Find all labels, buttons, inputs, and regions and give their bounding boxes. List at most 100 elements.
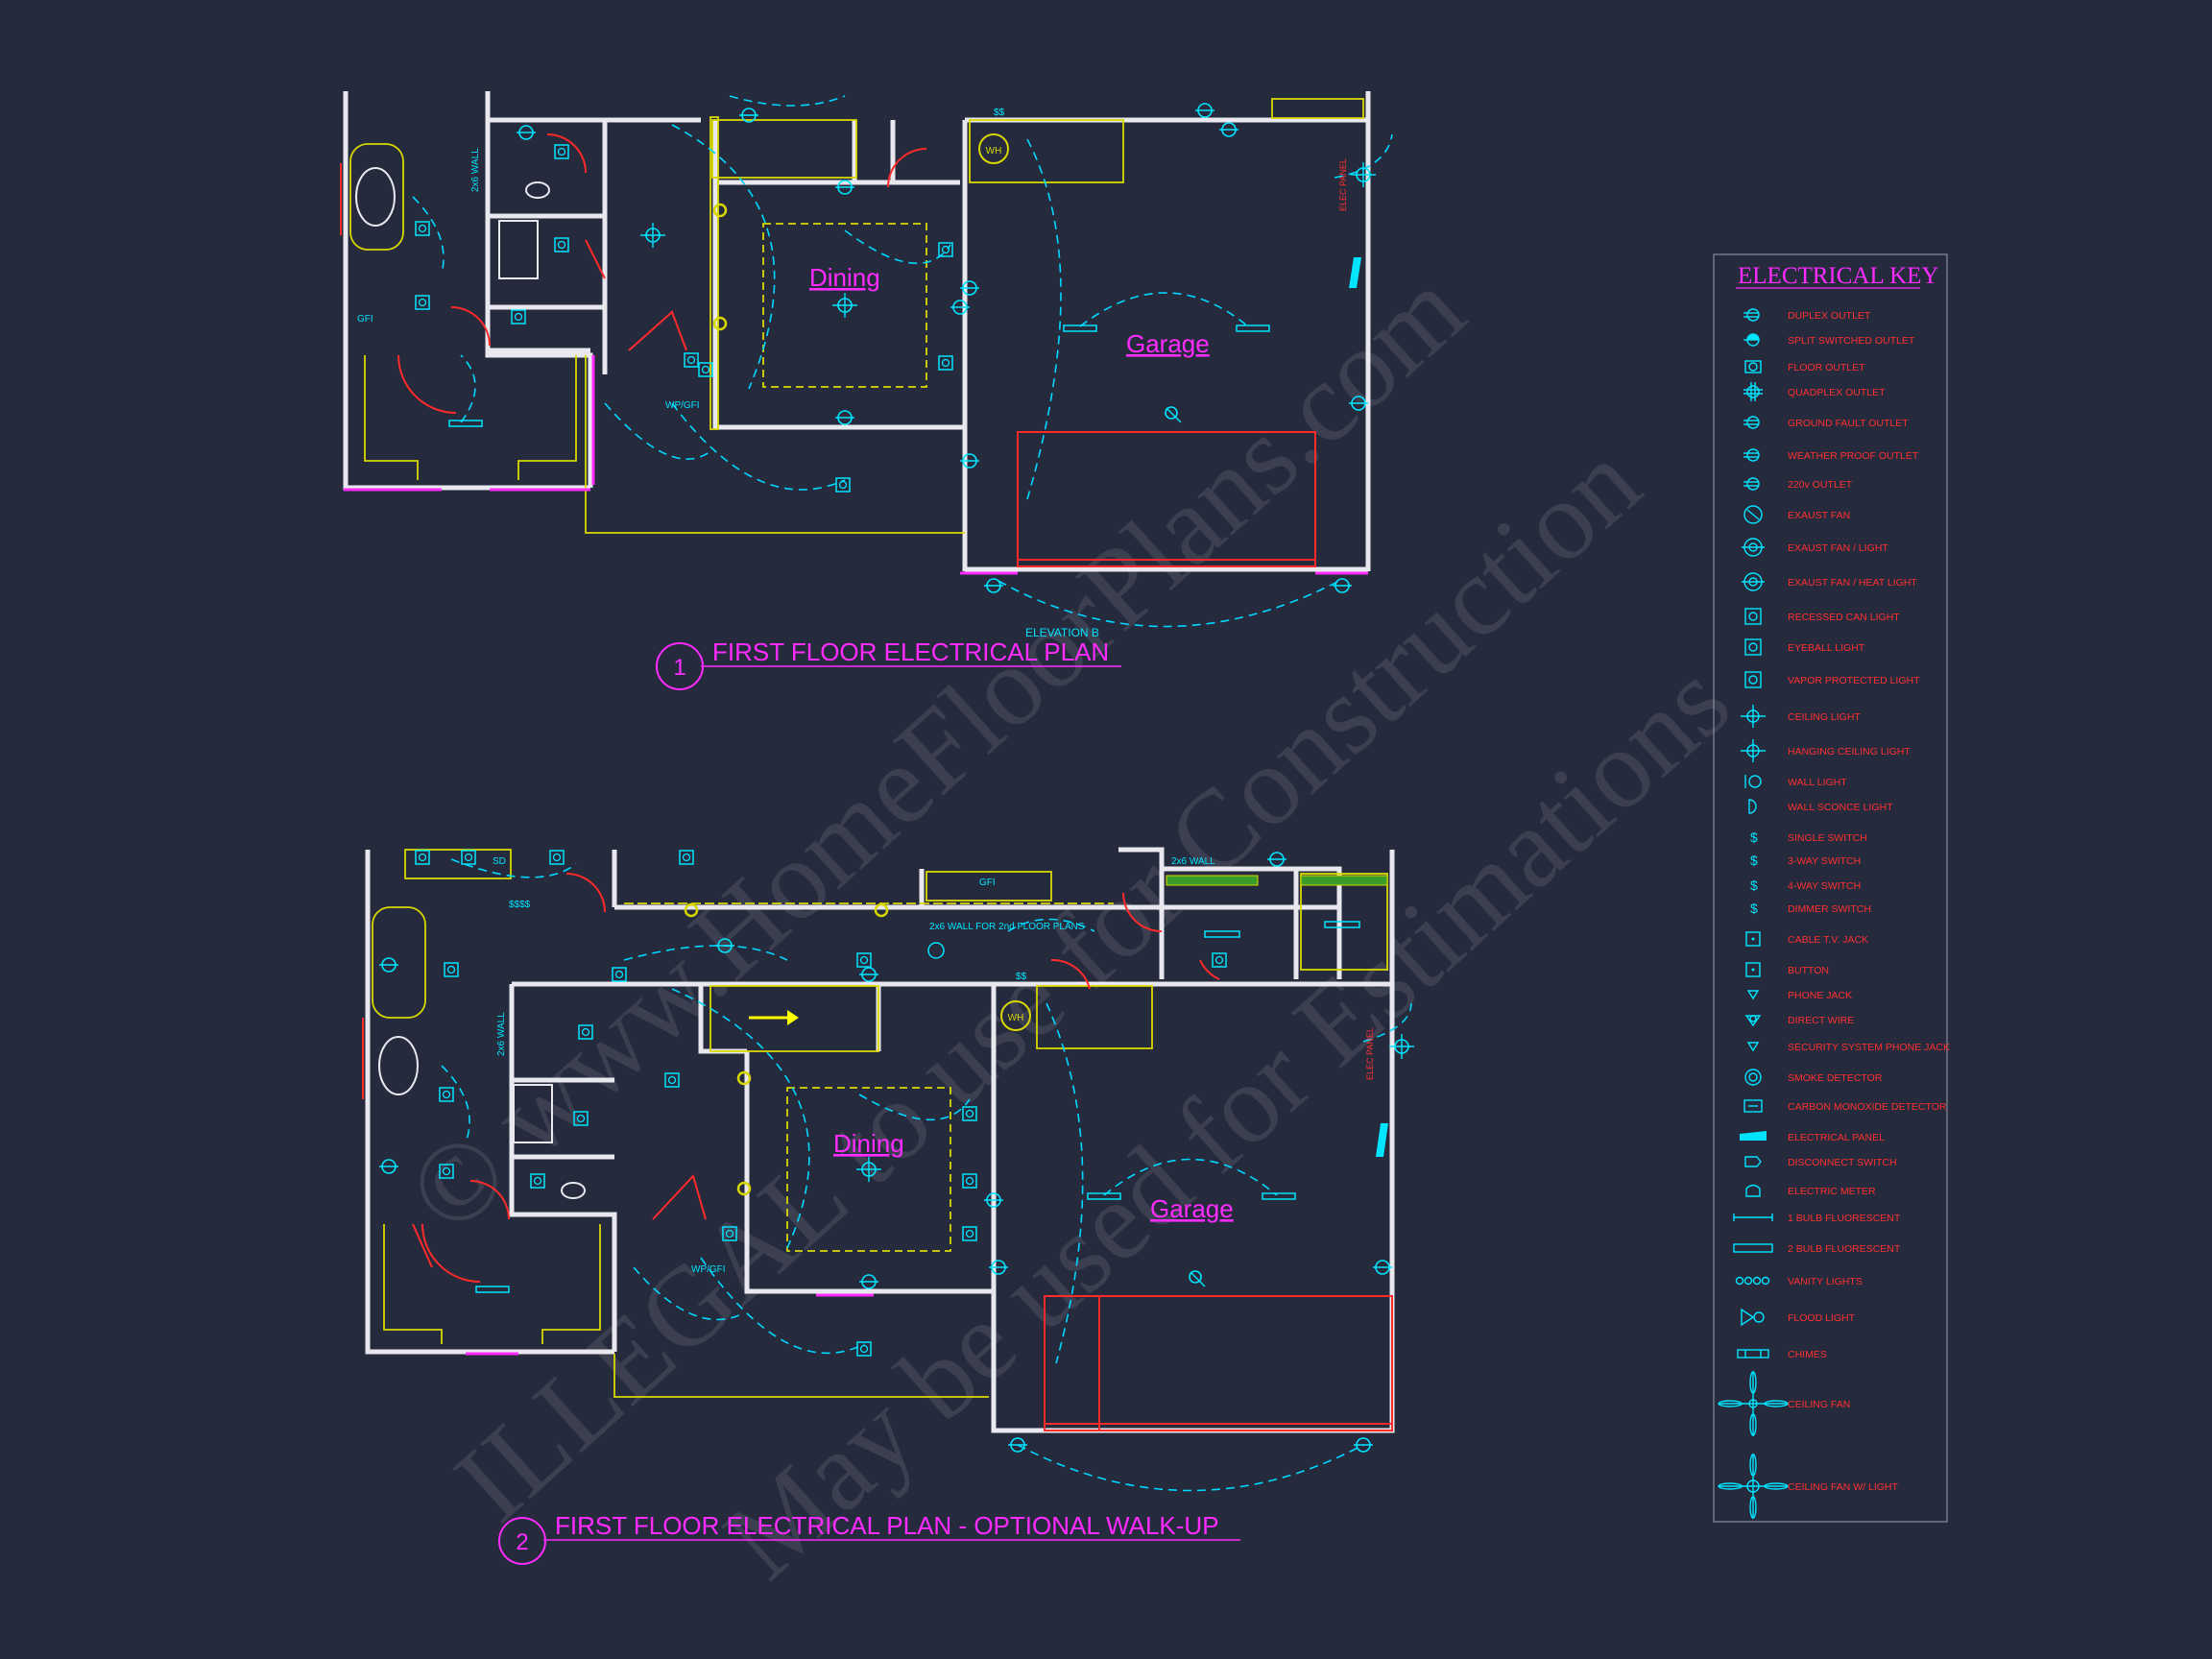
key-label-220v-outlet: 220v OUTLET bbox=[1788, 479, 1853, 491]
key-row-disconnect-switch: DISCONNECT SWITCH bbox=[1744, 1156, 1897, 1168]
plan-1-doors bbox=[340, 133, 1316, 567]
plan-1-accents bbox=[344, 355, 1368, 575]
plan-2-note-switches: $$$$ bbox=[509, 900, 531, 910]
key-label-split-switched-outlet: SPLIT SWITCHED OUTLET bbox=[1788, 335, 1915, 347]
hanging-ceiling-light-icon bbox=[1741, 739, 1766, 762]
key-label-smoke-detector: SMOKE DETECTOR bbox=[1788, 1072, 1883, 1084]
plan-1-note-switches: $$ bbox=[994, 108, 1005, 118]
key-label-eyeball-light: EYEBALL LIGHT bbox=[1788, 642, 1865, 654]
plan-2-doors bbox=[362, 873, 1393, 1431]
ceiling-fan-w-light-icon bbox=[1718, 1454, 1789, 1519]
key-label-dimmer-switch: DIMMER SWITCH bbox=[1788, 903, 1871, 915]
key-row-electrical-panel: ELECTRICAL PANEL bbox=[1740, 1131, 1885, 1143]
wall-light-icon bbox=[1744, 775, 1762, 788]
vapor-protected-light-icon bbox=[1744, 671, 1762, 688]
ceiling-fan-icon bbox=[1718, 1371, 1789, 1436]
key-label-ceiling-light: CEILING LIGHT bbox=[1788, 711, 1861, 723]
svg-text:$: $ bbox=[1750, 853, 1758, 868]
smoke-detector-icon bbox=[1744, 1069, 1762, 1086]
220v-outlet-icon bbox=[1743, 477, 1760, 491]
exhaust-fan-icon bbox=[1743, 505, 1763, 524]
key-row-3-way-switch: $3-WAY SWITCH bbox=[1750, 853, 1861, 868]
plan-2-wiring bbox=[441, 858, 1412, 1492]
key-label-button: BUTTON bbox=[1788, 965, 1829, 976]
button-icon bbox=[1745, 962, 1761, 977]
plan-1-fixtures bbox=[355, 103, 1377, 593]
key-row-dimmer-switch: $ DIMMER SWITCH bbox=[1750, 901, 1871, 916]
security-system-phone-jack-icon bbox=[1746, 1042, 1760, 1052]
plan-2-note-wall-2nd: 2x6 WALL FOR 2nd FLOOR PLANS bbox=[929, 922, 1085, 932]
plan-2-green-hatch bbox=[1166, 875, 1388, 886]
key-label-vanity-lights: VANITY LIGHTS bbox=[1788, 1276, 1863, 1287]
key-row-vanity-lights: VANITY LIGHTS bbox=[1735, 1276, 1863, 1287]
plan-2-note-switches-2: $$ bbox=[1016, 972, 1027, 982]
key-row-floor-outlet: FLOOR OUTLET bbox=[1744, 360, 1865, 373]
key-label-2-bulb-fluorescent: 2 BULB FLUORESCENT bbox=[1788, 1243, 1901, 1255]
key-row-smoke-detector: SMOKE DETECTOR bbox=[1744, 1069, 1883, 1086]
key-label-security-system-phone-jack: SECURITY SYSTEM PHONE JACK bbox=[1788, 1042, 1950, 1053]
eyeball-light-icon bbox=[1744, 638, 1762, 656]
electrical-panel-icon bbox=[1740, 1131, 1767, 1141]
key-row-1-bulb-fluorescent: 1 BULB FLUORESCENT bbox=[1733, 1213, 1901, 1224]
ceiling-light-icon bbox=[1741, 705, 1766, 728]
plan-2-cabinets bbox=[372, 849, 1388, 1398]
key-row-eyeball-light: EYEBALL LIGHT bbox=[1744, 638, 1865, 656]
svg-text:$: $ bbox=[1750, 901, 1758, 916]
1-bulb-fluorescent-icon bbox=[1733, 1214, 1773, 1221]
key-label-phone-jack: PHONE JACK bbox=[1788, 990, 1852, 1001]
4-way-switch-icon: $ bbox=[1750, 878, 1758, 893]
key-label-exhaust-fan-light: EXAUST FAN / LIGHT bbox=[1788, 542, 1888, 554]
quadplex-outlet-icon bbox=[1743, 382, 1763, 401]
key-row-flood-light: FLOOD LIGHT bbox=[1741, 1308, 1856, 1327]
key-row-electric-meter: ELECTRIC METER bbox=[1745, 1184, 1876, 1197]
plan-1-cabinets bbox=[349, 98, 1364, 534]
key-row-carbon-monoxide-detector: CARBON MONOXIDE DETECTOR bbox=[1743, 1099, 1947, 1113]
recessed-can-light-icon bbox=[1744, 608, 1762, 625]
plan-1-number: 1 bbox=[673, 655, 685, 681]
single-switch-icon: $ bbox=[1750, 830, 1758, 845]
plan-2-note-wpgfi: WP/GFI bbox=[691, 1264, 726, 1275]
key-row-ceiling-light: CEILING LIGHT bbox=[1741, 705, 1861, 728]
key-label-single-switch: SINGLE SWITCH bbox=[1788, 832, 1867, 844]
plan-2-note-gfi: GFI bbox=[979, 878, 996, 888]
phone-jack-icon bbox=[1746, 990, 1760, 1000]
plan-1-title: FIRST FLOOR ELECTRICAL PLAN bbox=[712, 637, 1109, 666]
key-row-wall-sconce-light: WALL SCONCE LIGHT bbox=[1748, 799, 1893, 814]
plan-2-note-wall-top: 2x6 WALL bbox=[1171, 856, 1215, 867]
plan-1-water-heater: WH bbox=[986, 146, 1002, 156]
key-label-weather-proof-outlet: WEATHER PROOF OUTLET bbox=[1788, 450, 1919, 462]
key-label-duplex-outlet: DUPLEX OUTLET bbox=[1788, 310, 1871, 322]
plan-1-note-gfi: GFI bbox=[357, 314, 373, 325]
plan-2-fixtures bbox=[378, 850, 1415, 1453]
key-label-flood-light: FLOOD LIGHT bbox=[1788, 1312, 1856, 1324]
plan-1-wiring bbox=[412, 95, 1393, 628]
2-bulb-fluorescent-icon bbox=[1733, 1243, 1773, 1253]
exhaust-fan-light-icon bbox=[1742, 538, 1765, 557]
plan-1-first-floor: Dining Garage WH 2x6 WALL WP/GFI GFI $$ … bbox=[340, 91, 1393, 690]
key-label-ground-fault-outlet: GROUND FAULT OUTLET bbox=[1788, 418, 1909, 429]
key-label-hanging-ceiling-light: HANGING CEILING LIGHT bbox=[1788, 746, 1911, 757]
key-row-button: BUTTON bbox=[1745, 962, 1829, 977]
split-switched-outlet-icon bbox=[1743, 333, 1760, 347]
plan-2-number-bubble bbox=[498, 1517, 546, 1565]
ground-fault-outlet-icon bbox=[1743, 416, 1760, 429]
key-row-duplex-outlet: DUPLEX OUTLET bbox=[1743, 308, 1871, 322]
svg-text:$: $ bbox=[1750, 830, 1758, 845]
key-row-ground-fault-outlet: GROUND FAULT OUTLET bbox=[1743, 416, 1909, 429]
key-row-wall-light: WALL LIGHT bbox=[1744, 775, 1847, 788]
electrical-key-border bbox=[1713, 253, 1948, 1523]
plan-2-room-garage: Garage bbox=[1150, 1194, 1234, 1223]
key-row-vapor-protected-light: VAPOR PROTECTED LIGHT bbox=[1744, 671, 1920, 688]
key-label-disconnect-switch: DISCONNECT SWITCH bbox=[1788, 1157, 1897, 1168]
flood-light-icon bbox=[1741, 1308, 1765, 1327]
weather-proof-outlet-icon bbox=[1743, 448, 1760, 462]
key-label-3-way-switch: 3-WAY SWITCH bbox=[1788, 855, 1861, 867]
key-label-floor-outlet: FLOOR OUTLET bbox=[1788, 362, 1865, 373]
plan-1-note-wpgfi: WP/GFI bbox=[665, 400, 700, 411]
wall-sconce-light-icon bbox=[1748, 799, 1757, 814]
direct-wire-icon bbox=[1744, 1015, 1762, 1027]
key-row-4-way-switch: $4-WAY SWITCH bbox=[1750, 878, 1861, 893]
plan-1-elevation-label: ELEVATION B bbox=[1025, 626, 1099, 639]
plan-1-walls bbox=[343, 91, 1371, 572]
